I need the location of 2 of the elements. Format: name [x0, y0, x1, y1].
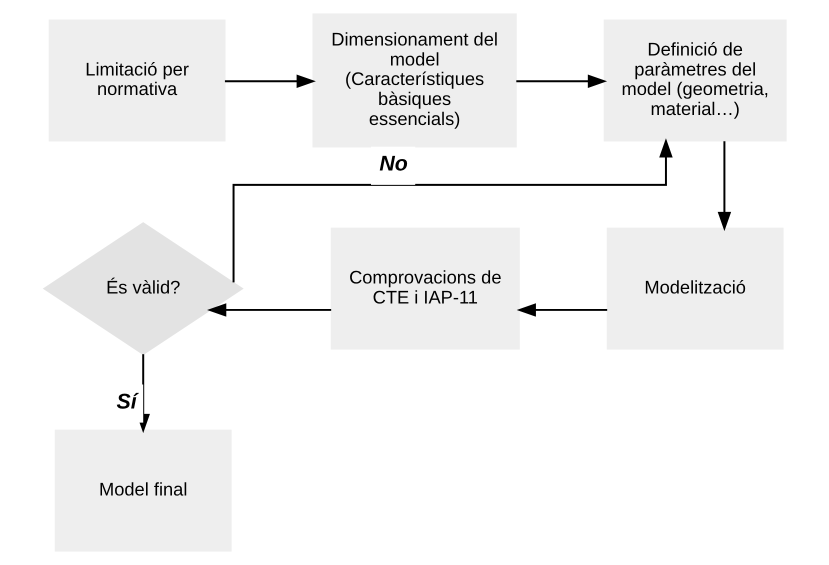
- edge-label: Sí: [116, 389, 136, 414]
- edge-label: No: [378, 152, 408, 176]
